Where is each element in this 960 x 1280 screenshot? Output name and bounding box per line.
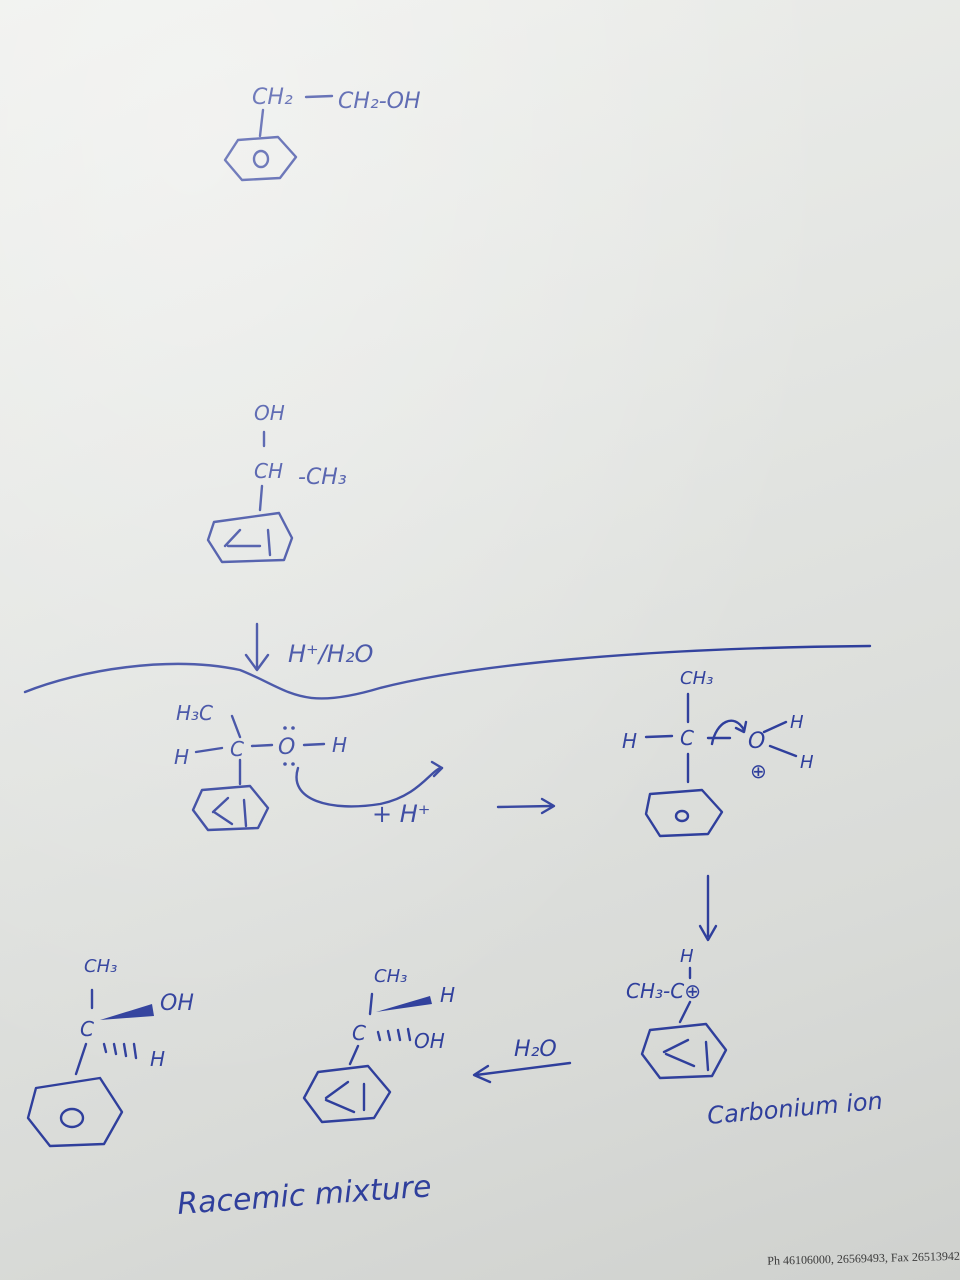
reaction-conditions: H⁺/H₂O <box>244 622 373 672</box>
reaction-arrow-shaft <box>496 804 554 809</box>
carbocation-label: CH₃-C⊕ <box>626 979 701 1003</box>
bond-line <box>304 94 334 99</box>
hash-bond <box>376 1027 412 1042</box>
bond-line <box>74 1042 88 1076</box>
bond-line <box>230 714 242 739</box>
bond-line <box>644 734 674 739</box>
o-label: O <box>278 735 295 760</box>
bond-line <box>768 744 798 758</box>
aromatic-bonds <box>211 796 248 828</box>
h-label: H <box>174 745 189 769</box>
oxonium-h-left-label: H <box>622 729 637 753</box>
curved-arrow-icon <box>295 766 444 808</box>
plus-h-label: + H⁺ <box>372 800 430 828</box>
ch3-label: -CH₃ <box>298 465 347 490</box>
water-label: H₂O <box>514 1037 557 1062</box>
benzene-ring <box>206 511 294 564</box>
down-arrow-icon <box>698 924 718 942</box>
bond-line <box>258 108 265 138</box>
chain-label-ch2: CH₂ <box>252 85 293 110</box>
racemic-mixture-label: Racemic mixture <box>176 1169 432 1222</box>
bond-line <box>348 1044 360 1066</box>
curved-arrow-icon <box>710 719 746 746</box>
product2-oh-label: OH <box>414 1029 445 1053</box>
product1-h-label: H <box>150 1047 165 1071</box>
bond-line <box>368 992 374 1016</box>
conditions-label: H⁺/H₂O <box>288 640 373 668</box>
water-attack: H₂O <box>472 1037 572 1084</box>
carbocation-h-label: H <box>680 946 694 967</box>
aromatic-circle <box>252 149 270 169</box>
positive-charge-icon: ⊕ <box>750 759 767 783</box>
bond-line <box>194 746 224 754</box>
product2-h-label: H <box>440 983 455 1007</box>
oxonium-h1-label: H <box>790 712 804 733</box>
structure-1-phenylethanol: OH CH -CH₃ <box>206 401 347 564</box>
bond-line <box>678 1000 692 1024</box>
oxonium-o-label: O <box>748 729 765 754</box>
left-arrow-icon <box>472 1064 492 1084</box>
product2-ch3-label: CH₃ <box>374 966 407 987</box>
product1-oh-label: OH <box>160 991 194 1016</box>
lone-pair-dot <box>283 726 287 730</box>
carbonium-ion-label: Carbonium ion <box>706 1087 884 1130</box>
ch3-top-label: CH₃ <box>680 668 713 689</box>
c-label: C <box>230 737 244 761</box>
lone-pair-dot <box>291 726 295 730</box>
mechanism-carbocation: H CH₃-C⊕ Carbonium ion <box>626 946 884 1130</box>
benzene-ring <box>191 784 270 832</box>
oxonium-h2-label: H <box>800 752 814 773</box>
mechanism-oxonium: CH₃ H C O H H ⊕ <box>622 668 814 942</box>
wedge-bond <box>376 996 432 1012</box>
wedge-bond <box>100 1004 154 1020</box>
down-arrow-icon <box>244 653 270 672</box>
bond-line <box>258 484 264 512</box>
bond-line <box>302 742 326 747</box>
benzene-ring <box>644 788 724 838</box>
ch-label: CH <box>254 459 283 483</box>
structure-phenylethanol: CH₂ CH₂-OH <box>223 85 421 182</box>
product1-ch3-label: CH₃ <box>84 956 117 977</box>
arrow-head-icon <box>430 760 444 778</box>
aromatic-bonds <box>662 1038 710 1072</box>
arrow-head-icon <box>734 720 748 734</box>
benzene-ring <box>302 1064 392 1124</box>
right-arrow-icon <box>540 797 556 815</box>
mechanism-protonation: H₃C H C O H + H⁺ <box>174 701 556 832</box>
product-enantiomer-2: CH₃ H C OH <box>302 966 455 1124</box>
benzene-ring <box>26 1076 124 1148</box>
aromatic-circle <box>674 809 690 823</box>
benzene-ring <box>223 135 298 182</box>
hash-bond <box>102 1042 138 1060</box>
chain-label-ch2-oh: CH₂-OH <box>338 89 421 114</box>
aromatic-bonds <box>324 1080 366 1114</box>
oh-label: OH <box>254 401 285 425</box>
bond-line <box>762 720 788 734</box>
reaction-arrow-shaft <box>474 1061 572 1077</box>
oxonium-c-label: C <box>680 726 694 750</box>
aromatic-bonds <box>223 528 272 557</box>
product2-c-label: C <box>352 1021 366 1045</box>
h3c-label: H₃C <box>176 701 213 725</box>
lone-pair-dot <box>283 762 287 766</box>
product1-c-label: C <box>80 1017 94 1041</box>
divider-line <box>23 644 872 700</box>
aromatic-circle <box>59 1107 85 1129</box>
h-on-o-label: H <box>332 733 347 757</box>
lone-pair-dot <box>291 762 295 766</box>
benzene-ring <box>640 1022 728 1080</box>
bond-line <box>250 743 274 748</box>
